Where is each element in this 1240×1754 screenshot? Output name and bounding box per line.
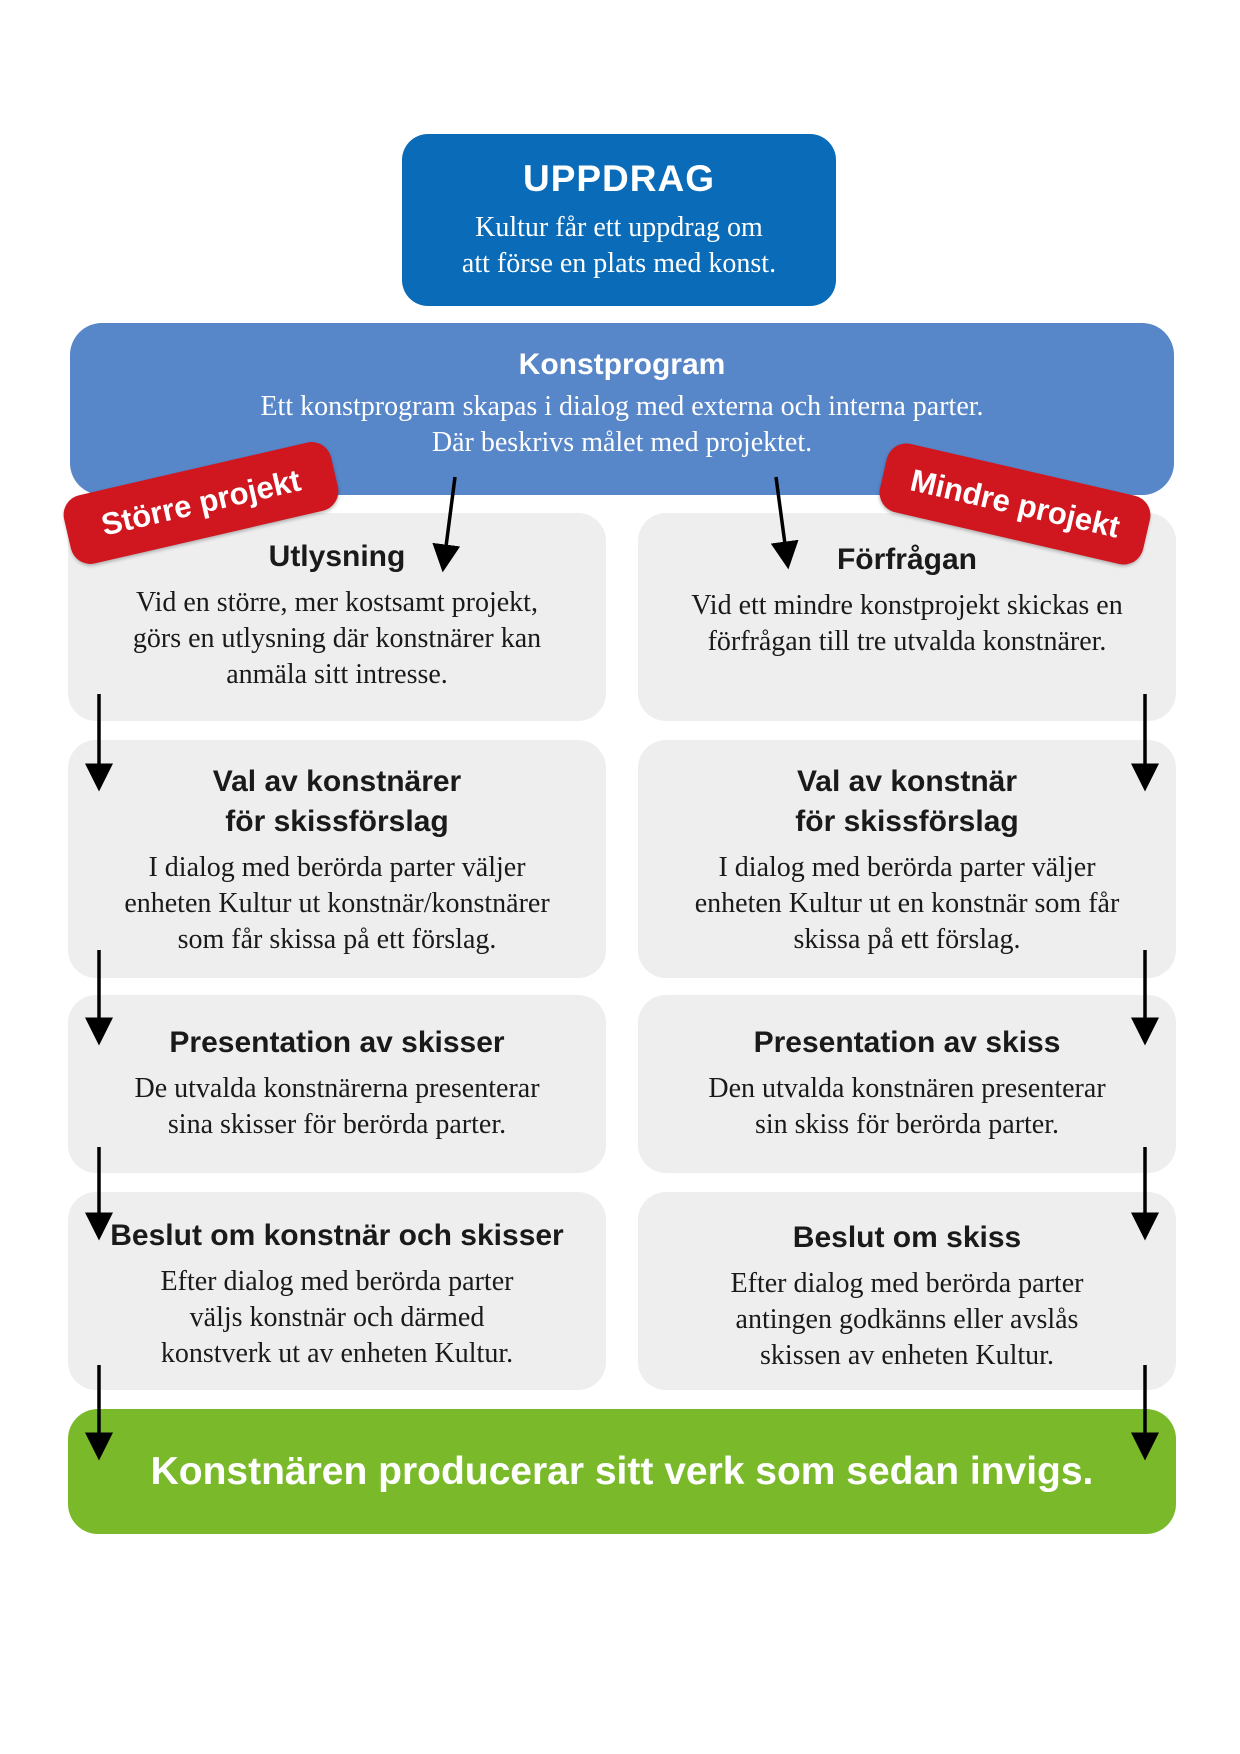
step-val-av-konstnarer: Val av konstnärer för skissförslag I dia… (68, 740, 606, 978)
step-presentation-av-skiss: Presentation av skiss Den utvalda konstn… (638, 995, 1176, 1173)
step-text: Efter dialog med berörda parter väljs ko… (160, 1266, 514, 1369)
uppdrag-text: Kultur får ett uppdrag om att förse en p… (461, 212, 777, 279)
step-title: Beslut om konstnär och skisser (110, 1219, 564, 1252)
step-title: Presentation av skisser (169, 1026, 505, 1059)
step-val-av-konstnar: Val av konstnär för skissförslag I dialo… (638, 740, 1176, 978)
step-text: De utvalda konstnärerna presenterar sina… (134, 1073, 540, 1140)
konstprogram-title: Konstprogram (518, 348, 726, 381)
final-box: Konstnären producerar sitt verk som seda… (68, 1409, 1176, 1534)
step-beslut-om-konstnar: Beslut om konstnär och skisser Efter dia… (68, 1192, 606, 1390)
final-text: Konstnären producerar sitt verk som seda… (150, 1449, 1094, 1493)
step-title: Val av konstnär för skissförslag (795, 765, 1019, 838)
step-text: Vid ett mindre konstprojekt skickas en f… (691, 590, 1123, 657)
step-text: Efter dialog med berörda parter antingen… (730, 1268, 1084, 1371)
step-text: Den utvalda konstnären presenterar sin s… (708, 1073, 1106, 1140)
step-text: Vid en större, mer kostsamt projekt, gör… (132, 587, 542, 690)
step-beslut-om-skiss: Beslut om skiss Efter dialog med berörda… (638, 1192, 1176, 1390)
step-title: Utlysning (268, 540, 406, 573)
step-title: Val av konstnärer för skissförslag (212, 765, 462, 838)
step-title: Beslut om skiss (792, 1221, 1022, 1254)
konstprogram-text: Ett konstprogram skapas i dialog med ext… (260, 391, 984, 458)
step-text: I dialog med berörda parter väljer enhet… (124, 852, 550, 955)
step-title: Förfrågan (836, 543, 977, 576)
step-title: Presentation av skiss (753, 1026, 1061, 1059)
uppdrag-title: UPPDRAG (522, 158, 716, 199)
uppdrag-box: UPPDRAG Kultur får ett uppdrag om att fö… (402, 134, 836, 306)
step-text: I dialog med berörda parter väljer enhet… (694, 852, 1120, 955)
step-presentation-av-skisser: Presentation av skisser De utvalda konst… (68, 995, 606, 1173)
